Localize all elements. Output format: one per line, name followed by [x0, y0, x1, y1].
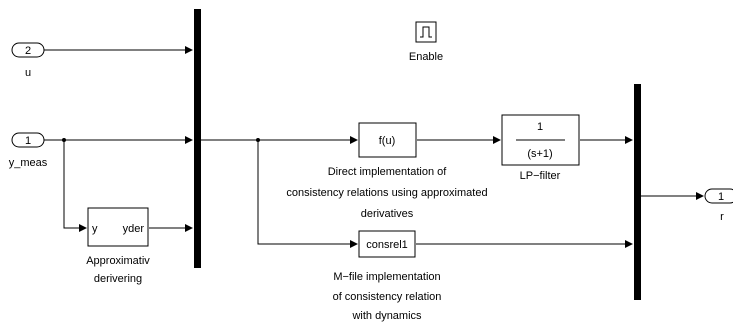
fcn-caption-3: derivatives — [361, 208, 414, 220]
sfun-caption-2: of consistency relation — [333, 291, 442, 303]
mux-bar-left[interactable] — [194, 9, 201, 268]
wire-ymeas-to-deriv — [63, 140, 87, 232]
deriv-caption-1: Approximativ — [86, 255, 150, 267]
inport-u-number: 2 — [25, 45, 31, 57]
transfer-function-block[interactable]: 1 (s+1) — [501, 114, 580, 166]
deriv-out-port-label: yder — [123, 223, 145, 235]
tf-caption: LP−filter — [520, 170, 561, 182]
outport-r-number: 1 — [718, 191, 724, 203]
sfun-name: consrel1 — [366, 239, 408, 251]
enable-label: Enable — [409, 51, 443, 63]
deriv-in-port-label: y — [92, 223, 98, 235]
deriv-caption-2: derivering — [94, 273, 142, 285]
sfunction-block[interactable]: consrel1 — [358, 230, 416, 258]
mux-bar-right[interactable] — [634, 84, 641, 300]
wire-mux-to-sfun — [257, 140, 358, 248]
inport-y-meas[interactable]: 1 — [11, 132, 45, 148]
tf-numerator: 1 — [537, 121, 543, 133]
outport-r-label: r — [720, 211, 724, 223]
fcn-caption-2: consistency relations using approximated — [286, 187, 487, 199]
fcn-expression: f(u) — [379, 135, 396, 147]
inport-y-meas-number: 1 — [25, 135, 31, 147]
enable-block[interactable] — [415, 21, 437, 43]
inport-u[interactable]: 2 — [11, 42, 45, 58]
sfun-caption-1: M−file implementation — [333, 271, 440, 283]
derivative-block[interactable]: y yder — [87, 207, 149, 247]
pulse-icon — [420, 26, 432, 38]
inport-y-meas-label: y_meas — [9, 157, 48, 169]
tf-denominator: (s+1) — [527, 148, 552, 160]
fcn-caption-1: Direct implementation of — [328, 166, 448, 178]
fcn-block[interactable]: f(u) — [358, 122, 417, 158]
sfun-caption-3: with dynamics — [351, 310, 422, 322]
inport-u-label: u — [25, 67, 31, 79]
outport-r[interactable]: 1 — [704, 188, 733, 204]
